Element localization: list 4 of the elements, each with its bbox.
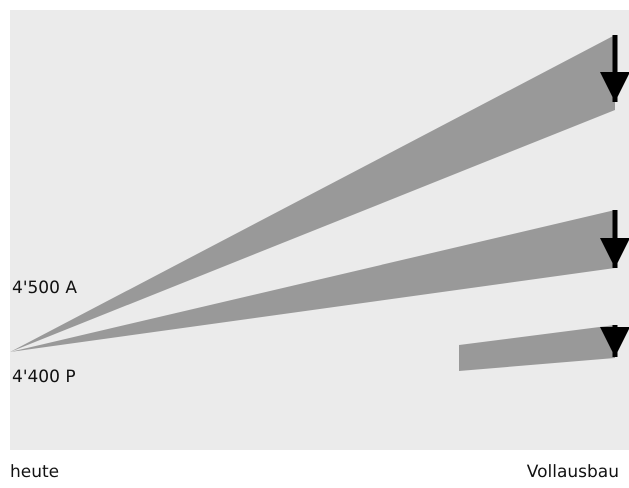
axis-label: heute bbox=[10, 462, 60, 482]
value-label: 4'400 P bbox=[12, 367, 76, 387]
axis-label: Vollausbau bbox=[526, 462, 619, 482]
value-label: 4'500 A bbox=[12, 278, 77, 298]
